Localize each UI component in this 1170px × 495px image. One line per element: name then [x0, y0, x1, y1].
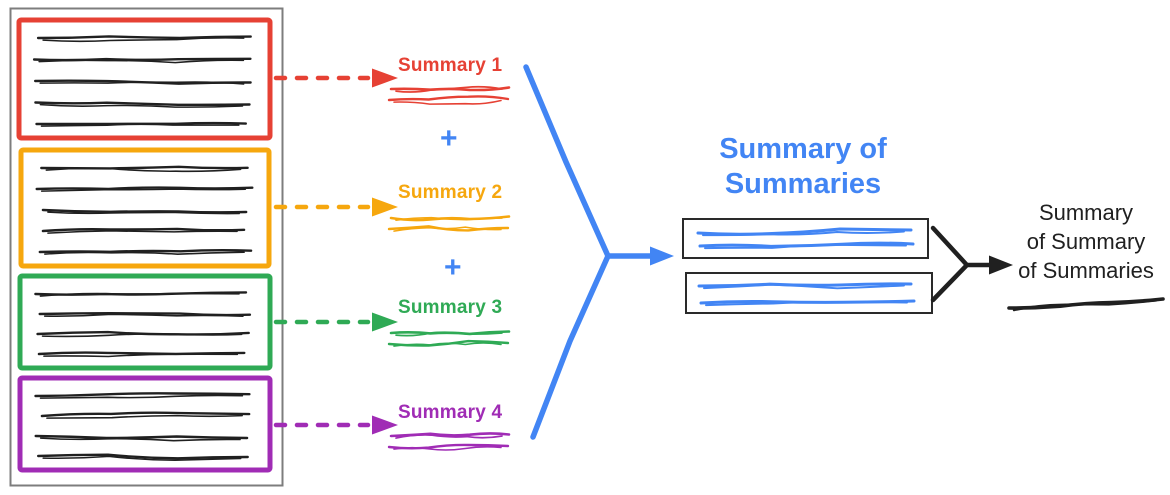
plus-sign-2: +	[444, 251, 462, 284]
summary-2-label: Summary 2	[398, 182, 503, 203]
sos-title-line-1: Summary of	[719, 133, 887, 165]
sos-title-line-2: Summaries	[724, 168, 882, 200]
summary-of-summaries-boxes	[682, 218, 933, 314]
final-title-line-1: Summary	[1038, 200, 1134, 225]
summary-4-label: Summary 4	[398, 402, 503, 423]
source-documents-panel	[9, 7, 284, 487]
final-summary-title: Summary of Summary of Summaries	[996, 198, 1170, 285]
black-merge-arrow	[930, 225, 1013, 303]
final-title-line-2: of Summary	[1026, 229, 1146, 254]
summary-3-label: Summary 3	[398, 297, 503, 318]
plus-sign-1: +	[440, 122, 458, 155]
final-title-line-3: of Summaries	[1018, 258, 1154, 283]
summary-of-summaries-title: Summary of Summaries	[686, 132, 920, 202]
document-boxes	[16, 17, 273, 473]
blue-merge-arrow	[523, 64, 674, 440]
dashed-arrows	[273, 68, 398, 435]
summary-1-label: Summary 1	[398, 55, 503, 76]
final-summary-scribble	[1007, 297, 1165, 312]
summary-scribbles	[387, 85, 511, 451]
